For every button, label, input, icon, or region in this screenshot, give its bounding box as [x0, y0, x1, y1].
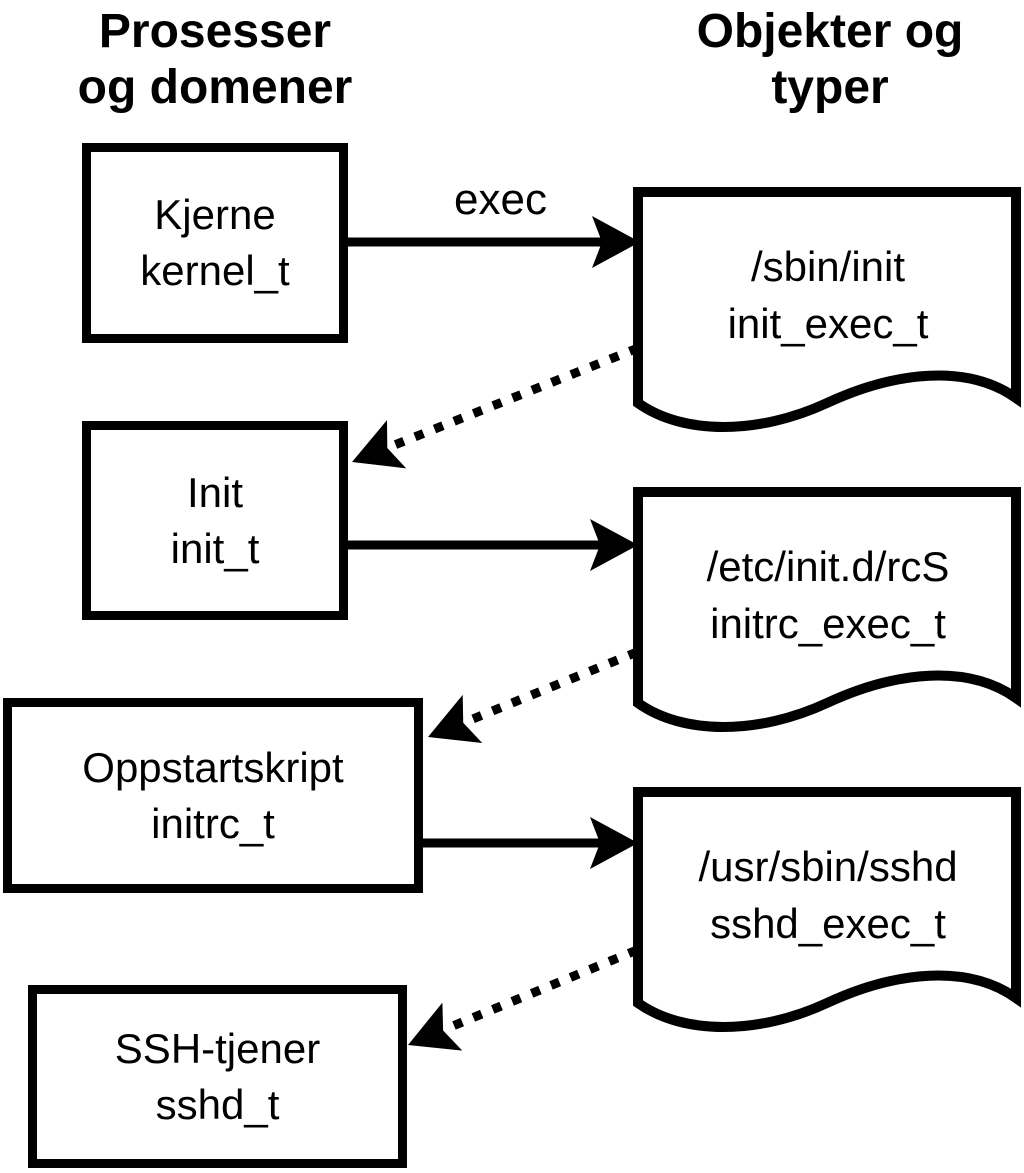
solid-arrow-kjerne-to-sbin-init: [348, 216, 640, 268]
process-name: Kjerne: [154, 191, 276, 238]
process-name: SSH-tjener: [114, 1024, 321, 1072]
solid-arrow-init-to-etc-initd-rcs: [348, 519, 638, 571]
object-doc-sbin-init: /sbin/init init_exec_t: [640, 192, 1016, 397]
object-path: /sbin/init: [750, 242, 906, 290]
dotted-arrow-etc-initd-rcs-to-oppstartskript: [428, 647, 639, 744]
object-path: /etc/init.d/rcS: [706, 542, 950, 590]
process-domain: sshd_t: [155, 1080, 280, 1128]
process-name: Oppstartskript: [82, 743, 344, 791]
dotted-arrow-sbin-init-to-init: [352, 343, 640, 469]
dotted-arrow-usr-sbin-sshd-to-ssh-tjener: [408, 945, 639, 1051]
column-header-processes: Prosesser og domener: [25, 4, 405, 116]
column-header-objects-line2: typer: [771, 61, 889, 114]
column-header-objects: Objekter og typer: [640, 4, 1020, 116]
process-domain: initrc_t: [151, 799, 275, 847]
object-path: /usr/sbin/sshd: [698, 842, 958, 890]
object-type: init_exec_t: [727, 299, 929, 347]
document-shape-sbin-init: [633, 187, 1021, 432]
process-box-oppstartskript: Oppstartskript initrc_t: [3, 698, 423, 893]
object-type: initrc_exec_t: [710, 599, 946, 647]
process-box-init: Init init_t: [82, 421, 348, 620]
process-domain: kernel_t: [140, 247, 290, 294]
document-shape-usr-sbin-sshd: [633, 787, 1021, 1032]
solid-arrow-oppstartskript-to-usr-sbin-sshd: [423, 817, 638, 869]
column-header-objects-line1: Objekter og: [696, 5, 964, 58]
exec-arrow-label: exec: [454, 175, 547, 224]
column-header-processes-line2: og domener: [77, 61, 353, 114]
process-name: Init: [186, 468, 244, 516]
object-doc-usr-sbin-sshd: /usr/sbin/sshd sshd_exec_t: [640, 792, 1016, 997]
process-box-kjerne: Kjerne kernel_t: [82, 143, 348, 343]
process-box-ssh-tjener: SSH-tjener sshd_t: [28, 985, 407, 1168]
column-header-processes-line1: Prosesser: [98, 5, 332, 58]
document-shape-etc-initd-rcs: [633, 487, 1021, 732]
object-type: sshd_exec_t: [710, 899, 946, 947]
object-doc-etc-initd-rcs: /etc/init.d/rcS initrc_exec_t: [640, 492, 1016, 697]
process-domain: init_t: [170, 524, 260, 572]
